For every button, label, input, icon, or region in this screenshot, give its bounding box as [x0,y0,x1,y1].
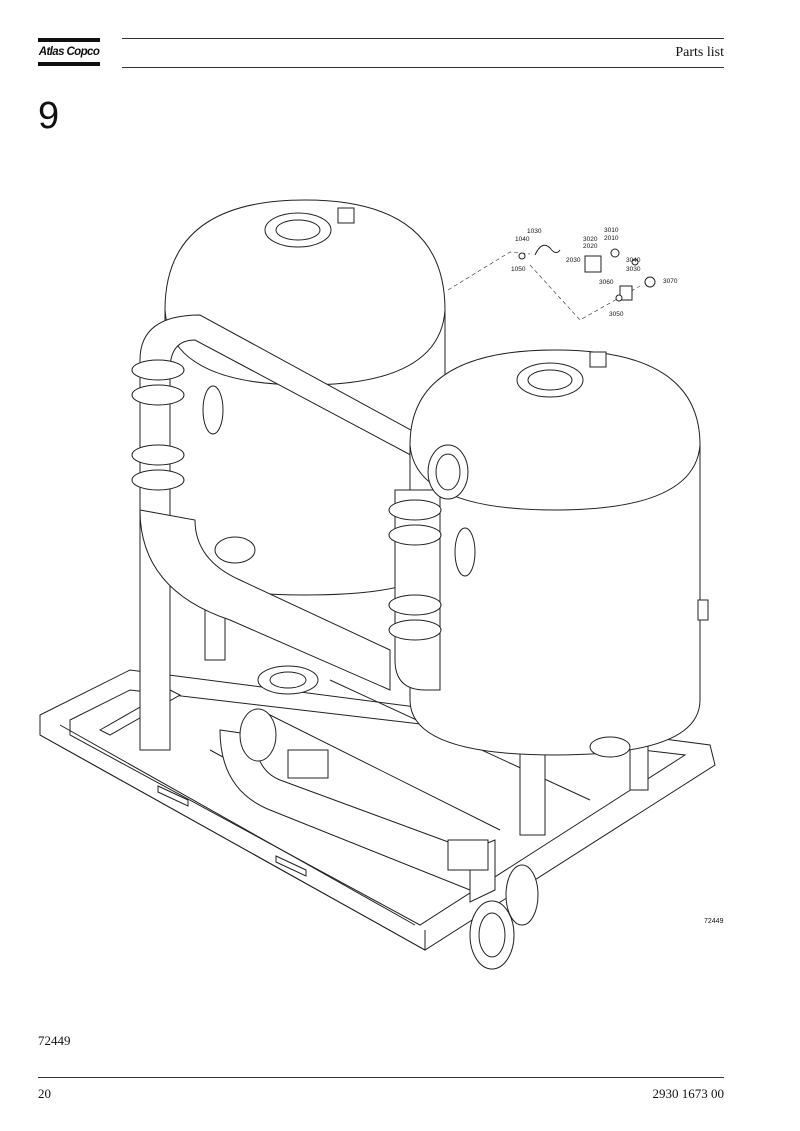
section-number: 9 [38,95,60,137]
lower-piping [219,665,631,970]
callout-label: 3040 [626,257,641,264]
header-rule-top [122,38,724,39]
logo-bar-top [38,38,100,42]
right-vessel [409,349,709,756]
page-number: 20 [38,1086,51,1101]
footer-rule [38,1077,724,1078]
callout-label: 1050 [511,266,526,273]
left-pipe-assembly [131,314,421,751]
callout-label: 3060 [599,279,614,286]
logo-wordmark: Atlas Copco [38,46,100,58]
callout-label: 2020 [583,243,598,250]
header-rule-bottom [122,67,724,68]
right-pipe-assembly [388,444,476,691]
callout-label: 3020 [583,236,598,243]
logo-bar-bottom [38,62,100,66]
document-number: 2930 1673 00 [652,1086,725,1101]
callout-label: 1030 [527,228,542,235]
callout-label: 1040 [515,236,530,243]
page-title: Parts list [675,45,724,60]
callout-label: 2010 [604,235,619,242]
exploded-detail-group [447,244,656,321]
callout-label: 3070 [663,278,678,285]
drawing-reference: 72449 [704,918,724,925]
callout-label: 3030 [626,266,641,273]
figure-reference: 72449 [38,1033,71,1048]
callout-label: 3050 [609,311,624,318]
exploded-parts-drawing: 1030 1040 1050 3020 2020 2030 3010 2010 … [39,199,716,970]
callout-labels: 1030 1040 1050 3020 2020 2030 3010 2010 … [511,227,678,318]
atlas-copco-logo: Atlas Copco [38,38,100,66]
callout-label: 2030 [566,257,581,264]
callout-label: 3010 [604,227,619,234]
